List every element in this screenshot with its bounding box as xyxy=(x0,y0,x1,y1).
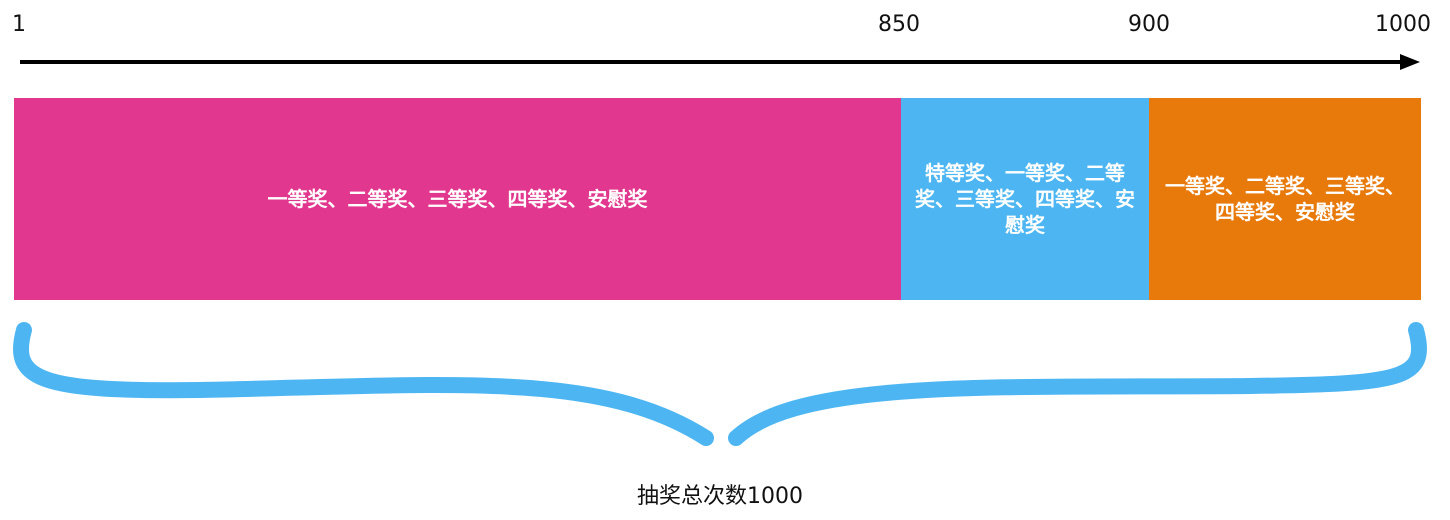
range-segment-1-850: 一等奖、二等奖、三等奖、四等奖、安慰奖 xyxy=(14,98,901,300)
segment-label: 一等奖、二等奖、三等奖、四等奖、安慰奖 xyxy=(267,187,648,211)
axis-arrowhead xyxy=(1400,54,1420,70)
total-range-brace xyxy=(12,322,1428,446)
total-draws-label: 抽奖总次数1000 xyxy=(637,484,803,509)
tick-label-900: 900 xyxy=(1128,12,1170,37)
segment-label: 一等奖、二等奖、三等奖、四等奖、安慰奖 xyxy=(1165,174,1405,224)
tick-label-end: 1000 xyxy=(1375,12,1431,37)
range-segment-900-1000: 一等奖、二等奖、三等奖、四等奖、安慰奖 xyxy=(1149,98,1421,300)
tick-label-850: 850 xyxy=(878,12,920,37)
curly-brace xyxy=(12,322,1428,446)
segment-label: 特等奖、一等奖、二等奖、三等奖、四等奖、安慰奖 xyxy=(915,161,1135,237)
axis-arrow xyxy=(20,54,1420,70)
tick-label-start: 1 xyxy=(12,12,26,37)
range-segment-850-900: 特等奖、一等奖、二等奖、三等奖、四等奖、安慰奖 xyxy=(901,98,1149,300)
